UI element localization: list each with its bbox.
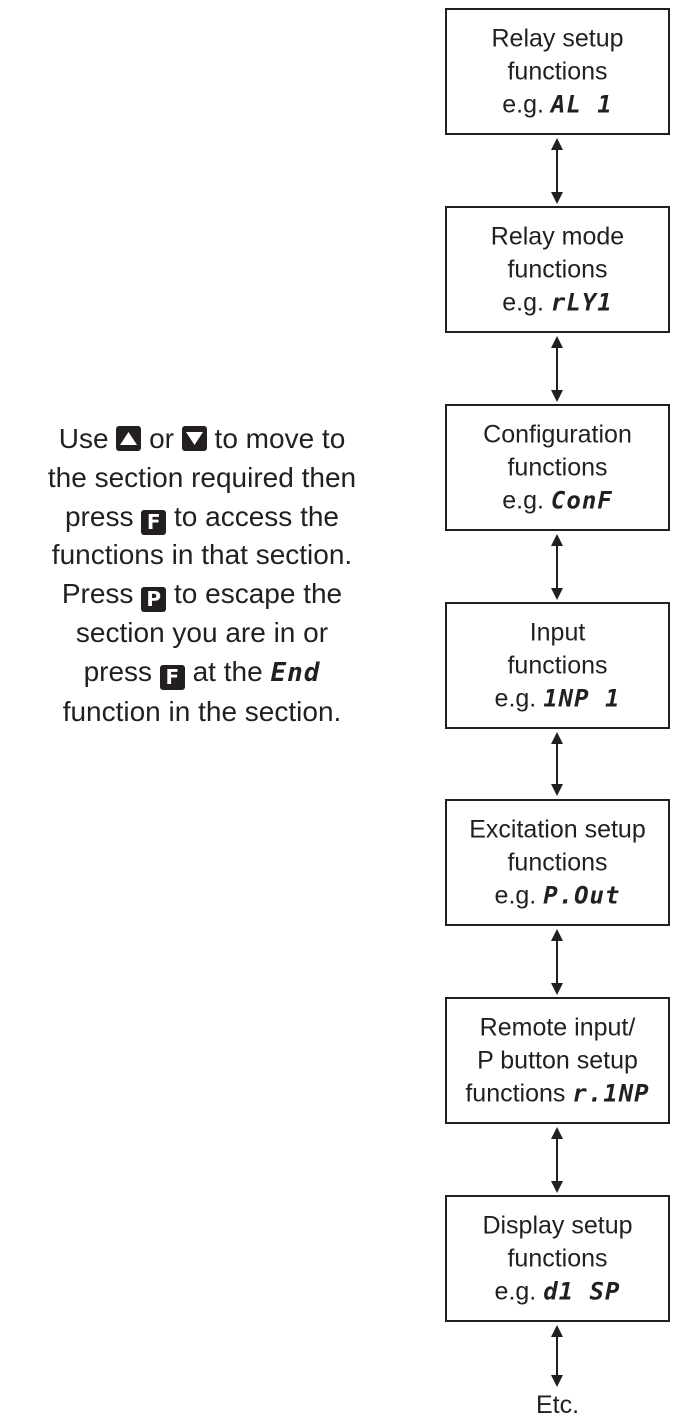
box-line-2: functions xyxy=(507,848,608,876)
double-arrow-icon xyxy=(551,138,563,204)
instructions-line-5: Press P to escape the xyxy=(0,575,404,614)
display-code: ConF xyxy=(550,486,613,514)
display-code: 1NP 1 xyxy=(543,684,621,712)
box-display-setup: Display setup functions e.g. d1 SP xyxy=(445,1195,670,1322)
instructions-line-2: the section required then xyxy=(47,461,357,493)
box-line-2: P button setup xyxy=(477,1046,638,1074)
box-line-1: Configuration xyxy=(483,420,632,448)
text-use: Use xyxy=(58,423,109,454)
instructions-text: Use or to move to the section required t… xyxy=(0,420,404,731)
double-arrow-icon xyxy=(551,1127,563,1193)
instructions-line-1: Use or to move to xyxy=(0,420,404,459)
box-relay-setup: Relay setup functions e.g. AL 1 xyxy=(445,8,670,135)
text-to-escape: to escape the xyxy=(174,578,343,610)
box-line-2: functions xyxy=(507,453,608,481)
p-key-icon: P xyxy=(141,587,167,613)
box-prefix: e.g. xyxy=(494,881,537,909)
box-prefix: e.g. xyxy=(502,486,544,514)
box-line-1: Input xyxy=(529,618,586,646)
box-line-3: e.g. ConF xyxy=(447,484,668,517)
text-to-move: to move to xyxy=(214,423,346,454)
box-prefix: e.g. xyxy=(502,90,544,118)
box-line-1: Excitation setup xyxy=(469,815,646,843)
box-line-2: functions xyxy=(507,1244,608,1272)
double-arrow-icon xyxy=(551,336,563,402)
f-key-label: F xyxy=(146,509,161,534)
display-code: rLY1 xyxy=(550,288,613,316)
text-or: or xyxy=(149,423,174,454)
box-input: Input functions e.g. 1NP 1 xyxy=(445,602,670,729)
display-code: AL 1 xyxy=(550,90,613,118)
box-prefix: functions xyxy=(465,1079,566,1107)
double-arrow-icon xyxy=(551,732,563,796)
up-arrow-key-icon xyxy=(116,426,142,451)
box-relay-mode: Relay mode functions e.g. rLY1 xyxy=(445,206,670,333)
f-key-label-2: F xyxy=(165,664,180,689)
p-key-label: P xyxy=(146,587,162,612)
box-line-1: Relay setup xyxy=(491,24,624,52)
f-key-icon: F xyxy=(141,509,167,535)
instructions-line-6: section you are in or xyxy=(75,616,329,648)
text-at-the: at the xyxy=(192,655,263,687)
box-prefix: e.g. xyxy=(494,1277,537,1305)
instructions-line-3: press F to access the xyxy=(0,498,404,537)
box-prefix: e.g. xyxy=(502,288,544,316)
box-line-2: functions xyxy=(507,255,608,283)
box-line-2: functions xyxy=(507,57,608,85)
box-line-1: Relay mode xyxy=(490,222,625,250)
etc-label: Etc. xyxy=(535,1391,580,1419)
box-line-1: Display setup xyxy=(482,1211,633,1239)
box-line-1: Remote input/ xyxy=(479,1013,636,1041)
instructions-line-4: functions in that section. xyxy=(51,539,353,571)
box-line-3: e.g. rLY1 xyxy=(447,286,668,319)
f-key-icon-2: F xyxy=(159,664,185,690)
box-line-3: e.g. AL 1 xyxy=(447,88,668,121)
box-prefix: e.g. xyxy=(494,684,537,712)
text-press: press xyxy=(64,500,134,532)
box-configuration: Configuration functions e.g. ConF xyxy=(445,404,670,531)
display-code: r.1NP xyxy=(572,1079,650,1107)
instructions-line-7: press F at the End xyxy=(0,653,404,693)
text-press-f: press xyxy=(83,655,153,687)
double-arrow-icon xyxy=(551,1325,563,1387)
text-press-p: Press xyxy=(61,578,134,610)
box-line-3: e.g. 1NP 1 xyxy=(447,682,668,715)
box-line-3: functions r.1NP xyxy=(447,1077,668,1110)
instructions-line-8: function in the section. xyxy=(62,695,342,727)
double-arrow-icon xyxy=(551,534,563,600)
display-code: P.Out xyxy=(543,881,621,909)
text-to-access: to access the xyxy=(174,500,339,532)
box-line-2: functions xyxy=(507,651,608,679)
box-line-3: e.g. P.Out xyxy=(447,879,668,912)
double-arrow-icon xyxy=(551,929,563,995)
box-line-3: e.g. d1 SP xyxy=(447,1275,668,1308)
box-excitation-setup: Excitation setup functions e.g. P.Out xyxy=(445,799,670,926)
end-display-code: End xyxy=(270,657,321,688)
box-remote-input: Remote input/ P button setup functions r… xyxy=(445,997,670,1124)
down-arrow-key-icon xyxy=(181,426,207,451)
display-code: d1 SP xyxy=(543,1277,621,1305)
